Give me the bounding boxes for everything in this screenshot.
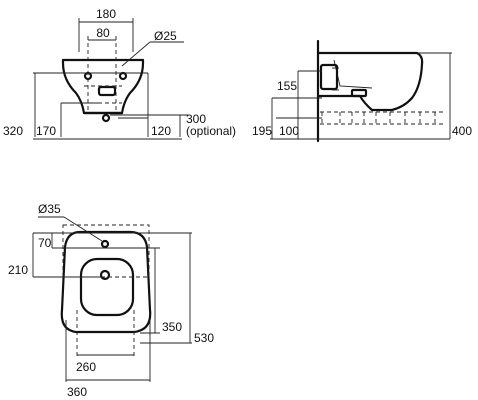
plan-view-bowl — [79, 257, 135, 317]
dim-80: 80 — [96, 26, 110, 40]
dim-530: 530 — [194, 331, 214, 345]
dim-170: 170 — [36, 124, 56, 138]
front-view: 180 80 Ø25 320 170 120 300 (optional) — [3, 7, 236, 140]
waste-connection — [97, 85, 117, 97]
dim-400: 400 — [452, 124, 472, 138]
dim-300: 300 — [186, 112, 206, 126]
dim-350: 350 — [162, 320, 182, 334]
dim-100: 100 — [279, 124, 299, 138]
dim-70: 70 — [38, 236, 52, 250]
fixing-hole-right — [118, 71, 128, 81]
side-connection-block — [319, 63, 339, 91]
dim-optional: (optional) — [186, 124, 236, 138]
dim-dia35: Ø35 — [38, 202, 61, 216]
plan-view: Ø35 70 210 350 530 260 360 — [8, 202, 214, 399]
dim-320: 320 — [3, 124, 23, 138]
dim-195: 195 — [252, 124, 272, 138]
tap-hole — [100, 239, 110, 249]
dim-120: 120 — [151, 124, 171, 138]
dim-210: 210 — [8, 263, 28, 277]
dim-360: 360 — [67, 385, 87, 399]
side-view: 155 195 100 400 — [252, 39, 472, 143]
drain-hole — [99, 269, 111, 281]
side-view-bowl — [333, 59, 373, 89]
optional-water-inlet — [101, 113, 111, 123]
dim-dia25: Ø25 — [154, 29, 177, 43]
dim-260: 260 — [76, 360, 96, 374]
dim-155: 155 — [277, 79, 297, 93]
side-view-outline — [316, 51, 424, 112]
dim-180: 180 — [96, 7, 116, 21]
